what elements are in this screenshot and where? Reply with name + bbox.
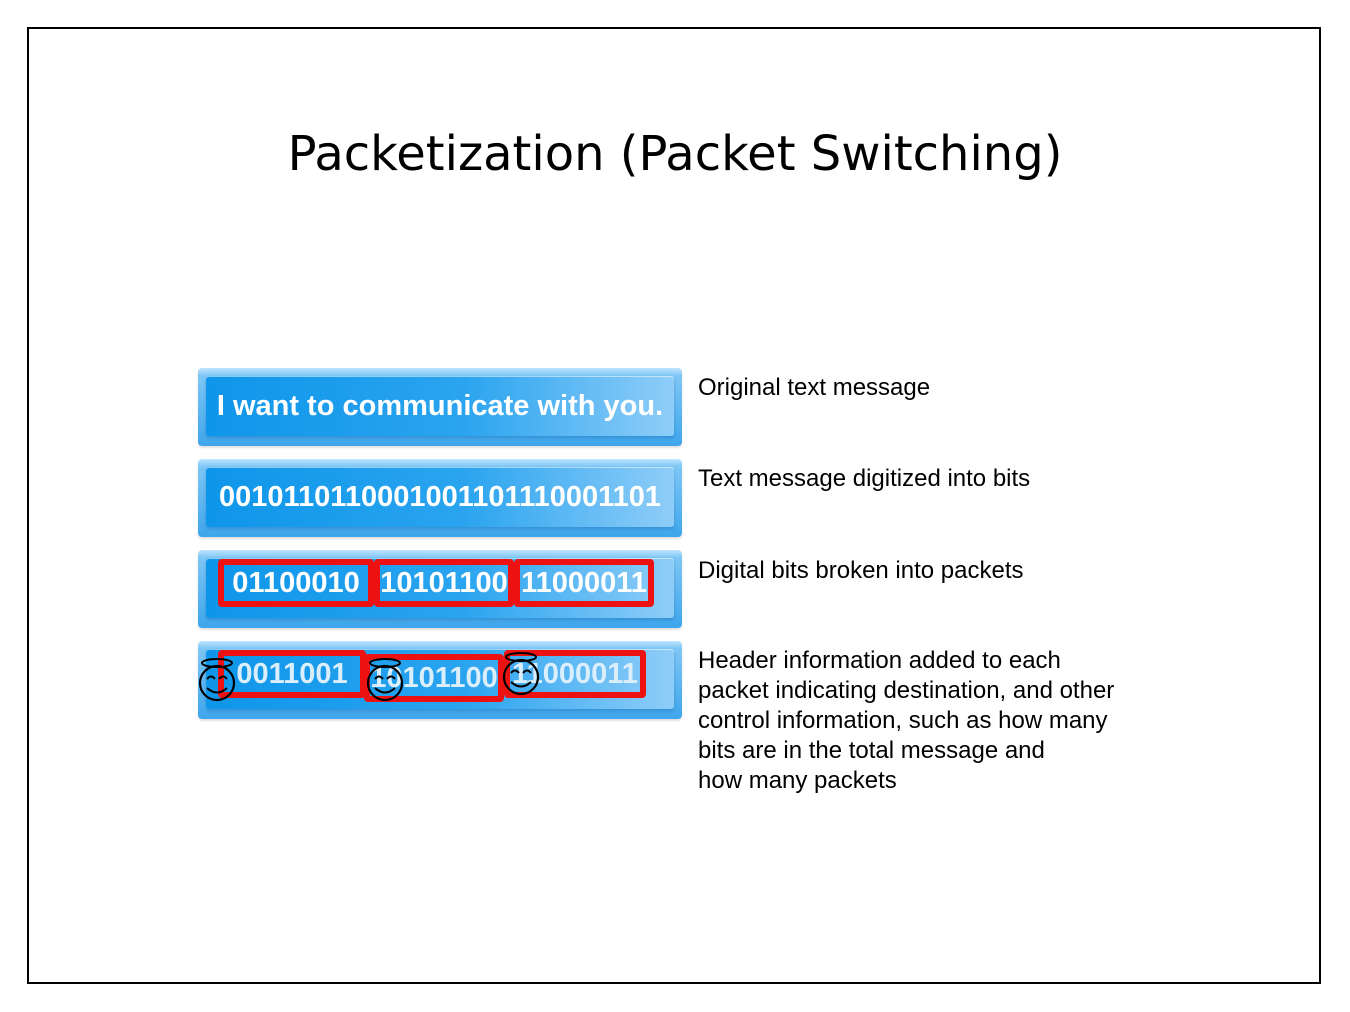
- header-smiley-icon: [198, 658, 236, 702]
- header-info-line: control information, such as how many: [698, 707, 1108, 734]
- packets-bar-inner: [206, 558, 674, 618]
- packet-3: 11000011: [514, 559, 654, 607]
- bits-text: 0010110110001001101110001101: [219, 480, 661, 513]
- packets-bar: 01100010 10101100 11000011: [198, 550, 682, 628]
- header-smiley-icon: [502, 652, 540, 696]
- original-text-label: Original text message: [698, 374, 931, 401]
- message-bar: I want to communicate with you.: [198, 368, 682, 446]
- slide-title: Packetization (Packet Switching): [287, 126, 1063, 182]
- header-info-label: Header information added to each packet …: [698, 646, 1114, 796]
- header-info-line: packet indicating destination, and other: [698, 677, 1115, 704]
- message-bar-inner: I want to communicate with you.: [206, 376, 674, 436]
- header-smiley-icon: [366, 658, 404, 702]
- digitized-label: Text message digitized into bits: [698, 465, 1031, 492]
- packets-label: Digital bits broken into packets: [698, 557, 1024, 584]
- packet-1: 01100010: [218, 559, 374, 607]
- header-info-line: bits are in the total message and: [698, 737, 1045, 764]
- header-info-line: Header information added to each: [698, 647, 1061, 674]
- bits-bar-inner: 0010110110001001101110001101: [206, 467, 674, 527]
- headers-bar: 0011001 10101100 11000011: [198, 641, 682, 719]
- packet-2: 10101100: [374, 559, 514, 607]
- header-packet-3: 11000011: [504, 650, 646, 698]
- message-text: I want to communicate with you.: [216, 389, 664, 422]
- header-packet-1: 0011001: [218, 650, 366, 698]
- header-info-line: how many packets: [698, 767, 897, 794]
- bits-bar: 0010110110001001101110001101: [198, 459, 682, 537]
